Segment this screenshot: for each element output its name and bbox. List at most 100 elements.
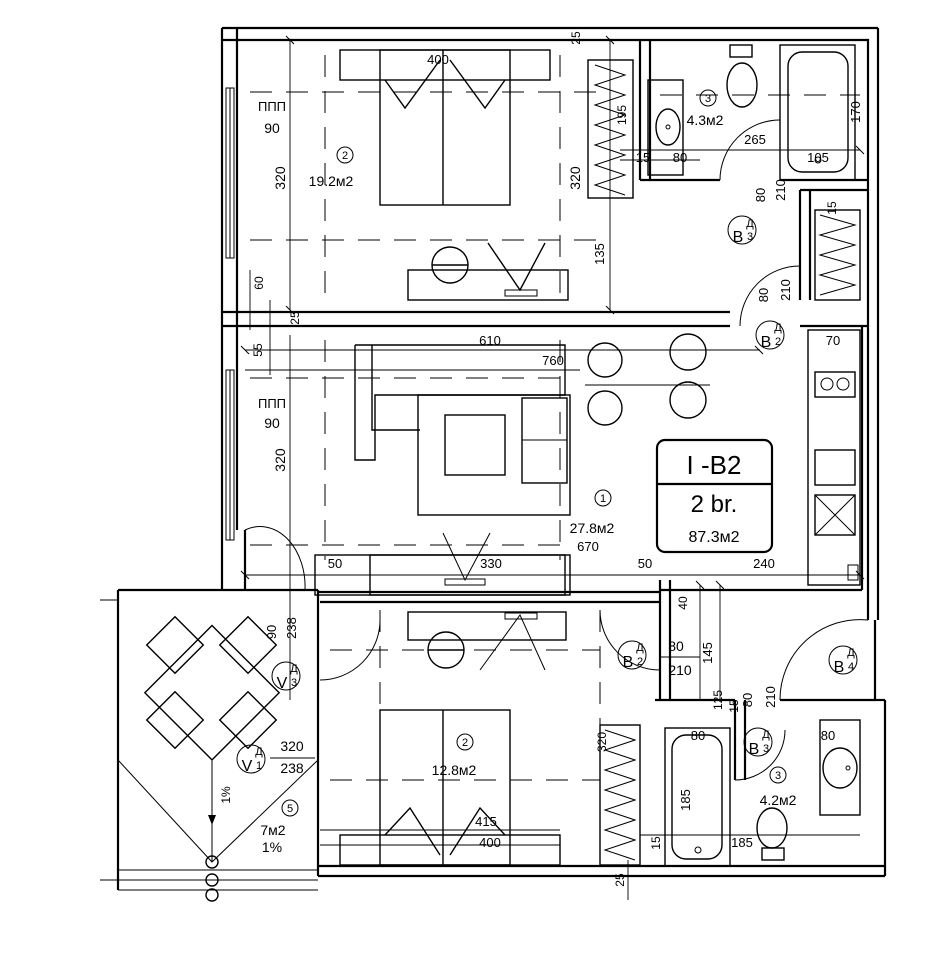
unit-info-box: I -B2 2 br. 87.3м2 — [655, 438, 774, 554]
slope-label: 1% — [262, 839, 282, 855]
door-height: 210 — [668, 662, 692, 678]
door-sup: Д — [774, 322, 782, 334]
dim-label: 80 — [691, 728, 705, 743]
door-tag-bedroom-bottom: B Д 2 80 210 — [617, 638, 700, 678]
door-sub: 1 — [256, 760, 262, 772]
door-height: 210 — [778, 279, 793, 301]
dim-label: 400 — [427, 52, 449, 67]
dim-label: 25 — [569, 31, 583, 45]
door-width: 80 — [740, 693, 755, 707]
door-tag-entrance: B Д 4 — [828, 645, 858, 676]
door-sub: 3 — [763, 743, 769, 755]
dim-label: 240 — [753, 556, 775, 571]
tv-unit — [314, 532, 571, 596]
door-tag-bedroom-top: B Д 2 80 210 — [755, 279, 793, 351]
door-tag-balcony-2: V Д 1 320 238 — [236, 738, 315, 776]
bottom-desk — [407, 611, 567, 671]
door-sup: Д — [255, 746, 263, 758]
door-swings — [244, 119, 869, 781]
door-width: 80 — [668, 638, 684, 654]
bottom-bed — [339, 709, 561, 866]
dim-label: 185 — [678, 789, 693, 811]
dim-label: 70 — [826, 333, 840, 348]
room-label-bedroom-top: 2 19.2м2 — [309, 146, 354, 189]
room-label-bath-bottom: 3 4.2м2 — [760, 766, 797, 808]
room-label-bedroom-bottom: 2 12.8м2 — [432, 733, 477, 778]
window-width: 90 — [264, 120, 280, 136]
interior-walls — [222, 40, 868, 780]
slope-label: 1% — [219, 786, 233, 804]
dim-label: 15 — [636, 150, 650, 165]
dim-label: 105 — [807, 150, 829, 165]
door-width: 90 — [264, 625, 279, 639]
dim-label: 125 — [711, 690, 725, 710]
dim-label: 50 — [638, 556, 652, 571]
dim-label: 760 — [542, 353, 564, 368]
bottom-bathroom-fixtures — [664, 719, 861, 867]
room-area: 27.8м2 — [570, 520, 615, 536]
door-sup: Д — [290, 663, 298, 675]
dim-label: 55 — [251, 343, 265, 357]
room-number: 2 — [462, 737, 468, 749]
window-type: ППП — [258, 99, 286, 114]
room-number: 5 — [287, 803, 293, 815]
dim-label: 80 — [821, 728, 835, 743]
door-code: V — [277, 675, 288, 692]
hall-wardrobe — [814, 209, 861, 301]
door-sup: Д — [636, 642, 644, 654]
door-width: 320 — [280, 738, 304, 754]
room-number: 2 — [342, 150, 348, 162]
door-tag-bath-top: B Д 3 80 210 — [727, 179, 788, 246]
unit-title: I -B2 — [687, 450, 742, 480]
window-type: ППП — [258, 396, 286, 411]
room-area: 7м2 — [260, 822, 285, 838]
door-height: 238 — [284, 617, 299, 639]
dim-label: 330 — [480, 556, 502, 571]
door-code: B — [623, 654, 634, 671]
window-left-lower — [225, 369, 235, 541]
door-code: B — [834, 659, 845, 676]
door-sub: 3 — [291, 677, 297, 689]
unit-area: 87.3м2 — [688, 529, 739, 546]
door-sub: 2 — [775, 336, 781, 348]
door-sup: Д — [847, 647, 855, 659]
dim-label: 195 — [615, 105, 629, 125]
dim-label: 320 — [272, 166, 288, 190]
dim-label: 265 — [744, 132, 766, 147]
room-area: 12.8м2 — [432, 762, 477, 778]
door-code: B — [733, 229, 744, 246]
dim-label: 15 — [649, 836, 663, 850]
dim-label: 320 — [595, 732, 609, 752]
kitchen — [807, 329, 861, 586]
door-height: 238 — [280, 760, 304, 776]
balcony-table — [117, 615, 319, 902]
room-number: 1 — [600, 493, 606, 505]
top-bathroom-fixtures — [647, 44, 856, 181]
room-area: 4.2м2 — [760, 792, 797, 808]
door-width: 80 — [756, 288, 771, 302]
door-code: B — [749, 741, 760, 758]
door-code: V — [242, 758, 253, 775]
dim-label: 80 — [673, 150, 687, 165]
dim-label: 145 — [700, 642, 715, 664]
dimension-lines — [240, 35, 865, 900]
dim-label: 15 — [727, 699, 741, 713]
window-width: 90 — [264, 415, 280, 431]
dimension-labels: 25 400 320 320 135 195 265 80 15 105 170… — [251, 31, 863, 887]
door-height: 210 — [763, 686, 778, 708]
dim-label: 25 — [613, 873, 627, 887]
dim-label: 415 — [475, 814, 497, 829]
door-sub: 2 — [637, 656, 643, 668]
dim-label: 40 — [676, 596, 690, 610]
bottom-wardrobe — [599, 724, 641, 866]
dim-label: 50 — [328, 556, 342, 571]
door-code: B — [761, 334, 772, 351]
unit-bedrooms: 2 br. — [691, 491, 738, 518]
top-desk — [407, 242, 569, 301]
window-label-top: ППП 90 — [258, 99, 286, 136]
door-sub: 3 — [747, 231, 753, 243]
room-area: 19.2м2 — [309, 173, 354, 189]
door-tag-balcony-1: V Д 3 90 238 — [264, 617, 301, 692]
dim-label: 170 — [848, 101, 863, 123]
dim-label: 670 — [577, 539, 599, 554]
